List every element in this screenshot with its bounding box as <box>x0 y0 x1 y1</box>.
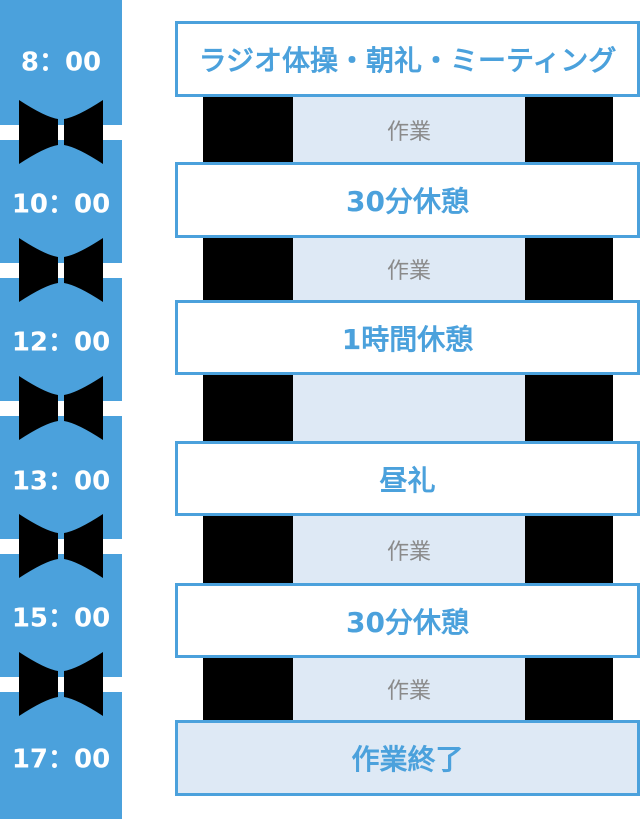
redacted-block <box>203 516 293 583</box>
redacted-block <box>525 97 613 162</box>
event-label: 30分休憩 <box>346 185 469 218</box>
work-label: 作業 <box>386 679 431 704</box>
time-label: 13：00 <box>11 466 111 497</box>
redacted-block <box>525 658 613 720</box>
work-strip: 作業 <box>175 97 641 162</box>
hourglass-bowtie-icon <box>19 514 103 578</box>
work-segment: 作業 <box>293 516 525 583</box>
event-box: ラジオ体操・朝礼・ミーティング <box>175 21 640 97</box>
hourglass-bowtie-icon <box>19 652 103 716</box>
time-label: 12：00 <box>11 327 111 358</box>
redacted-block <box>525 516 613 583</box>
redacted-block <box>203 375 293 441</box>
hourglass-bowtie-icon <box>19 238 103 302</box>
work-segment: 作業 <box>293 97 525 162</box>
work-segment: 作業 <box>293 238 525 300</box>
work-label: 作業 <box>386 119 431 145</box>
work-segment: 作業 <box>293 658 525 720</box>
redacted-block <box>525 238 613 300</box>
event-label: 作業終了 <box>351 743 464 776</box>
event-label: ラジオ体操・朝礼・ミーティング <box>198 44 617 77</box>
event-label: 1時間休憩 <box>341 322 474 356</box>
work-strip <box>175 375 641 441</box>
time-label: 17：00 <box>11 744 111 775</box>
time-label: 15：00 <box>11 603 111 634</box>
redacted-block <box>203 658 293 720</box>
work-label: 作業 <box>386 539 431 565</box>
redacted-block <box>203 97 293 162</box>
event-label: 昼礼 <box>379 463 436 497</box>
event-box-final: 作業終了 <box>175 720 640 796</box>
redacted-block <box>525 375 613 441</box>
work-strip: 作業 <box>175 238 641 300</box>
event-box: 昼礼 <box>175 441 640 516</box>
event-label: 30分休憩 <box>346 605 469 639</box>
work-strip: 作業 <box>175 516 641 583</box>
event-box: 30分休憩 <box>175 583 640 658</box>
timeline-bar: 8：00 10：00 12：00 13：00 15：00 17：00 <box>0 0 122 819</box>
time-label: 8：00 <box>20 47 102 78</box>
redacted-block <box>203 238 293 300</box>
hourglass-bowtie-icon <box>19 376 103 440</box>
work-label: 作業 <box>386 259 431 284</box>
work-strip: 作業 <box>175 658 641 720</box>
event-box: 1時間休憩 <box>175 300 640 375</box>
work-segment <box>293 375 525 441</box>
hourglass-bowtie-icon <box>19 100 103 164</box>
event-box: 30分休憩 <box>175 162 640 238</box>
time-label: 10：00 <box>11 189 111 220</box>
